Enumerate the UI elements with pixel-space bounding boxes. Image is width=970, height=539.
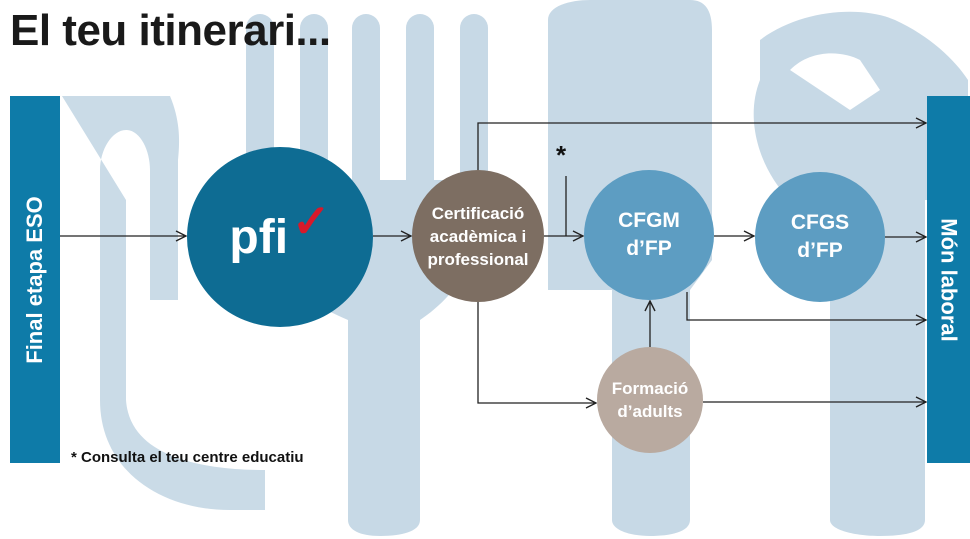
page-title: El teu itinerari... [10, 6, 331, 55]
pfi-label: pfi [229, 210, 289, 264]
certificacio-node: Certificació acadèmica i professional [412, 170, 544, 302]
fork-prong [352, 14, 380, 214]
cfgm-label: CFGM d’FP [618, 209, 680, 260]
check-icon: ✓ [292, 195, 331, 247]
footnote: * Consulta el teu centre educatiu [71, 449, 304, 466]
arrow-cert-labor-top [477, 123, 926, 170]
fork-prong [460, 14, 488, 214]
adults-node: Formació d’adults [597, 347, 703, 453]
cfgs-node: CFGS d’FP [755, 172, 885, 302]
arrow-cert-adults [477, 302, 596, 403]
end-bar: Món laboral [927, 96, 970, 463]
fork-handle-shape [62, 96, 265, 510]
cfgs-label: CFGS d’FP [790, 211, 850, 262]
pfi-node: pfi ✓ [187, 147, 373, 327]
asterisk-mark: * [556, 140, 567, 170]
cfgm-node: CFGM d’FP [584, 170, 714, 300]
fork-prong [406, 14, 434, 214]
adults-label: Formació d’adults [611, 379, 689, 421]
start-bar: Final etapa ESO [10, 96, 60, 463]
arrow-cfgm-labor [686, 292, 926, 320]
certificacio-label: Certificació acadèmica i professional [427, 203, 529, 269]
